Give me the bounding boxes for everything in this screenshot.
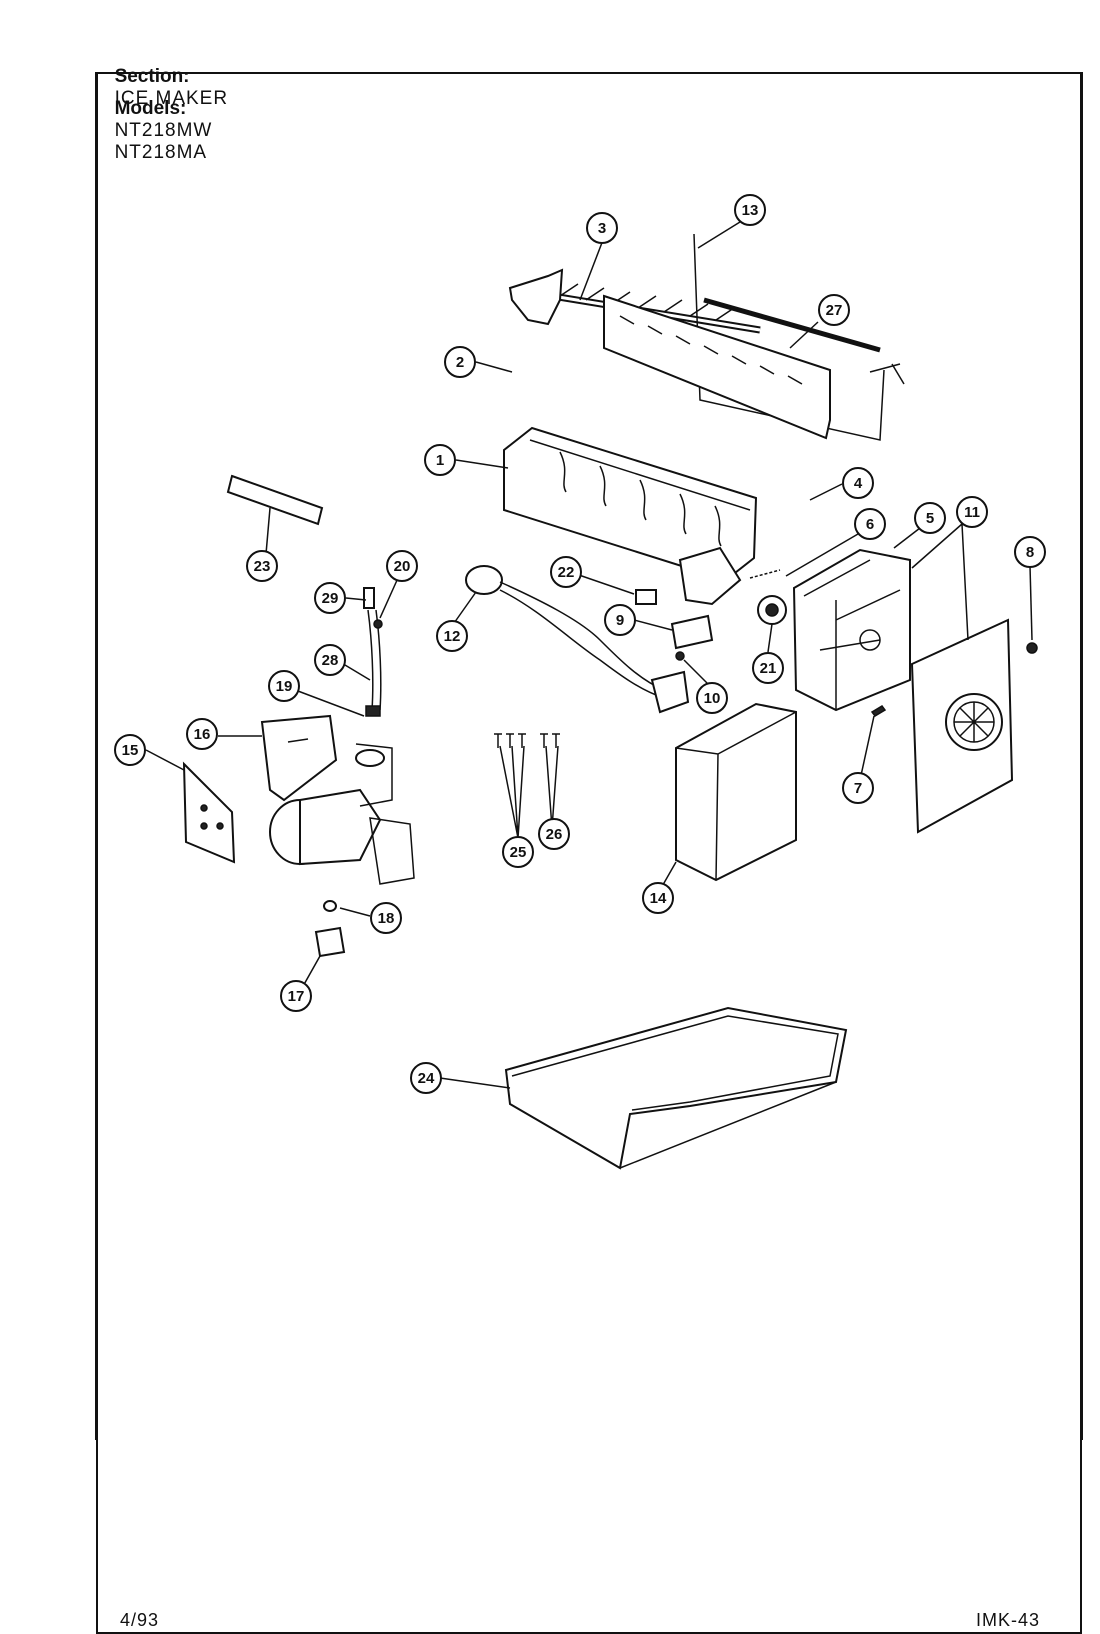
model-nt218ma: NT218MA xyxy=(114,142,208,163)
leader-lines xyxy=(145,221,1033,1089)
svg-text:19: 19 xyxy=(276,678,293,695)
svg-text:25: 25 xyxy=(510,844,527,861)
svg-text:10: 10 xyxy=(704,690,721,707)
svg-text:21: 21 xyxy=(760,660,777,677)
frame-border xyxy=(95,72,1083,1440)
svg-text:29: 29 xyxy=(322,590,339,607)
part-spring xyxy=(749,569,781,579)
callout-24: 24 xyxy=(410,1062,442,1094)
svg-text:20: 20 xyxy=(394,558,411,575)
callout-28: 28 xyxy=(314,644,346,676)
callout-15: 15 xyxy=(114,734,146,766)
part-bracket-9 xyxy=(670,614,714,650)
callout-7: 7 xyxy=(842,772,874,804)
svg-text:7: 7 xyxy=(854,780,862,797)
callout-5: 5 xyxy=(914,502,946,534)
callout-16: 16 xyxy=(186,718,218,750)
callout-6: 6 xyxy=(854,508,886,540)
models-label: Models: xyxy=(114,98,187,119)
callout-19: 19 xyxy=(268,670,300,702)
svg-text:26: 26 xyxy=(546,826,563,843)
svg-text:9: 9 xyxy=(616,612,624,629)
svg-text:14: 14 xyxy=(650,890,667,907)
part-screws xyxy=(494,733,560,748)
svg-text:8: 8 xyxy=(1026,544,1034,561)
part-washer xyxy=(323,900,337,912)
callout-29: 29 xyxy=(314,582,346,614)
model-nt218mw: NT218MW xyxy=(114,120,213,141)
part-valve-bracket xyxy=(182,761,236,864)
callout-27: 27 xyxy=(818,294,850,326)
callout-25: 25 xyxy=(502,836,534,868)
part-water-valve xyxy=(260,714,415,885)
section-label: Section: xyxy=(114,66,190,87)
callout-21: 21 xyxy=(752,652,784,684)
part-motor-module xyxy=(910,618,1014,834)
part-ice-bin xyxy=(504,1006,848,1170)
part-screw-10 xyxy=(675,651,685,661)
svg-text:12: 12 xyxy=(444,628,461,645)
callout-20: 20 xyxy=(386,550,418,582)
part-stripper xyxy=(603,294,831,440)
svg-text:16: 16 xyxy=(194,726,211,743)
part-water-line xyxy=(363,587,383,717)
part-nut xyxy=(314,926,346,958)
svg-text:1: 1 xyxy=(436,452,444,469)
svg-text:22: 22 xyxy=(558,564,575,581)
svg-text:15: 15 xyxy=(122,742,139,759)
part-bearing xyxy=(508,268,564,326)
callout-17: 17 xyxy=(280,980,312,1012)
part-screw-7 xyxy=(870,705,887,717)
svg-text:3: 3 xyxy=(598,220,606,237)
svg-text:23: 23 xyxy=(254,558,271,575)
exploded-parts-diagram: 1 2 3 4 5 6 7 8 9 10 11 12 13 14 15 16 1… xyxy=(95,72,1083,1440)
svg-text:13: 13 xyxy=(742,202,759,219)
svg-text:18: 18 xyxy=(378,910,395,927)
svg-text:28: 28 xyxy=(322,652,339,669)
page-code: IMK-43 xyxy=(976,1610,1041,1630)
callout-9: 9 xyxy=(604,604,636,636)
callout-1: 1 xyxy=(424,444,456,476)
callout-18: 18 xyxy=(370,902,402,934)
callout-11: 11 xyxy=(956,496,988,528)
callout-22: 22 xyxy=(550,556,582,588)
svg-text:17: 17 xyxy=(288,988,305,1005)
callout-12: 12 xyxy=(436,620,468,652)
part-cover xyxy=(675,702,797,882)
callout-4: 4 xyxy=(842,467,874,499)
svg-text:2: 2 xyxy=(456,354,464,371)
part-thermostat-harness xyxy=(465,565,690,714)
svg-text:4: 4 xyxy=(854,475,863,492)
callout-26: 26 xyxy=(538,818,570,850)
callout-3: 3 xyxy=(586,212,618,244)
part-clip-22 xyxy=(635,589,657,605)
callout-14: 14 xyxy=(642,882,674,914)
svg-text:24: 24 xyxy=(418,1070,435,1087)
callout-23: 23 xyxy=(246,550,278,582)
svg-text:6: 6 xyxy=(866,516,874,533)
svg-text:5: 5 xyxy=(926,510,934,527)
part-housing xyxy=(792,548,911,712)
callout-8: 8 xyxy=(1014,536,1046,568)
revision-date: 4/93 xyxy=(120,1610,160,1630)
models-header: Models: NT218MW NT218MA xyxy=(104,76,212,164)
section-value: ICE MAKER xyxy=(114,88,229,109)
callout-2: 2 xyxy=(444,346,476,378)
section-header: Section: ICE MAKER xyxy=(104,44,228,110)
callout-10: 10 xyxy=(696,682,728,714)
part-fill-tube xyxy=(226,474,324,526)
part-mold xyxy=(503,426,758,606)
callout-13: 13 xyxy=(734,194,766,226)
part-screw-8 xyxy=(1026,642,1038,654)
svg-text:11: 11 xyxy=(964,504,980,521)
svg-text:27: 27 xyxy=(826,302,843,319)
